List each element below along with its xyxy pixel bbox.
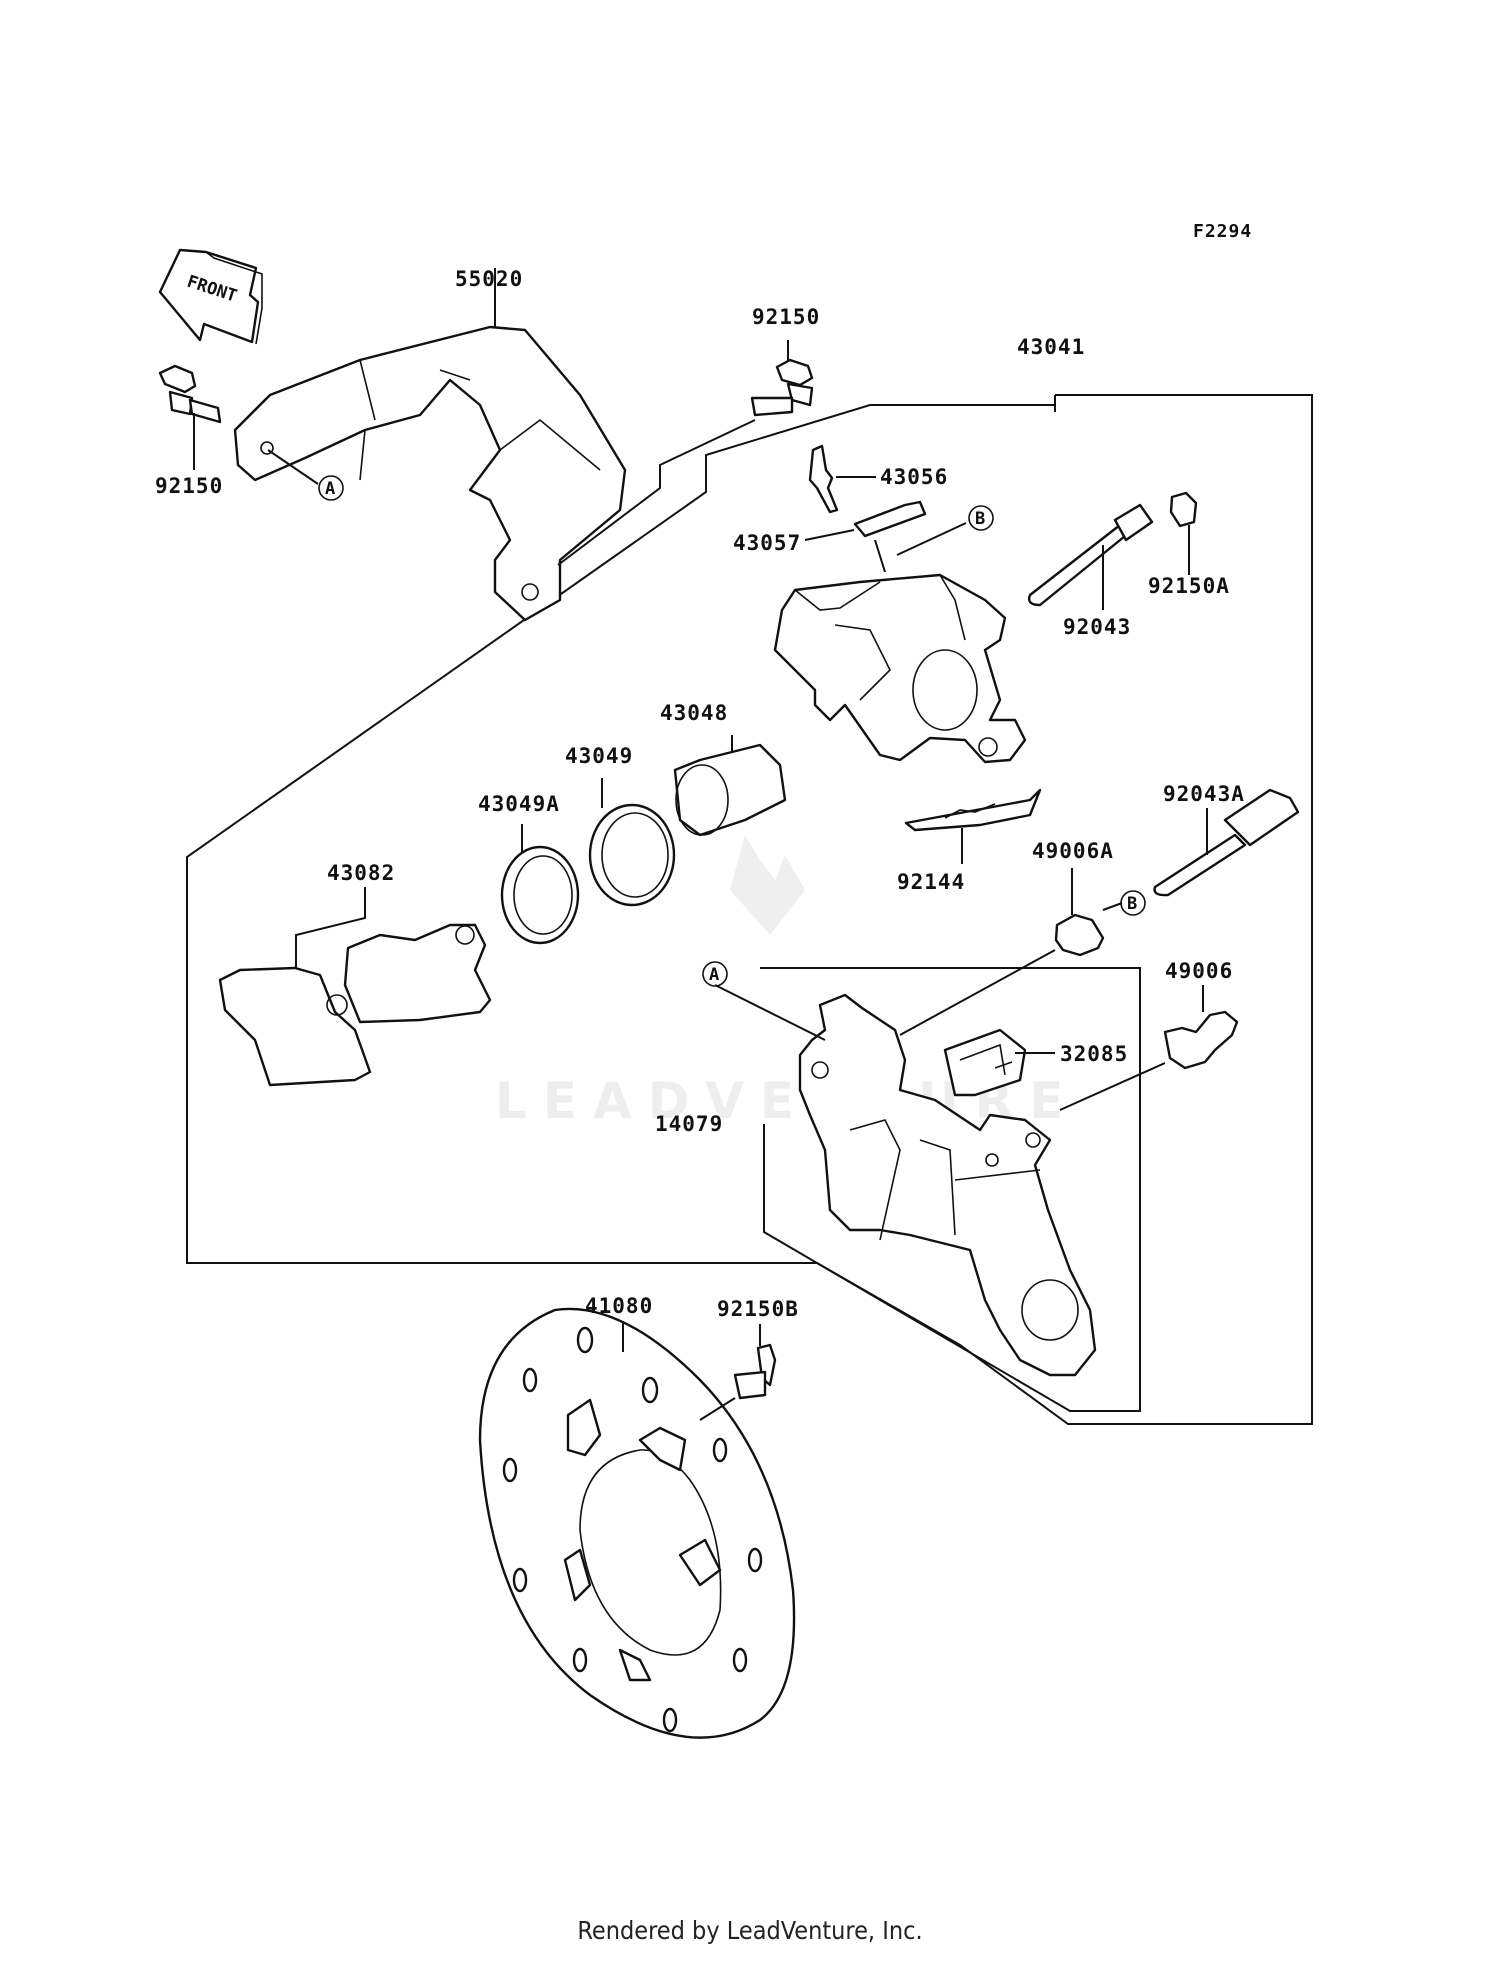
piston-43048 bbox=[673, 743, 787, 837]
part-label-55020: 55020 bbox=[455, 267, 523, 291]
part-label-49006: 49006 bbox=[1165, 959, 1233, 983]
callout-b-top: B bbox=[968, 505, 994, 531]
svg-text:B: B bbox=[1127, 894, 1137, 914]
leader-a-bracket bbox=[714, 984, 826, 1041]
part-label-92150-left: 92150 bbox=[155, 474, 223, 498]
pin-boot-49006 bbox=[1163, 1010, 1239, 1070]
leader-92150B-path bbox=[699, 1397, 736, 1421]
assembly-bracket-43041 bbox=[186, 394, 1313, 1425]
bolt-92150-top bbox=[750, 358, 814, 417]
part-label-92144: 92144 bbox=[897, 870, 965, 894]
part-label-43056: 43056 bbox=[880, 465, 948, 489]
part-label-43082: 43082 bbox=[327, 861, 395, 885]
part-label-41080: 41080 bbox=[585, 1294, 653, 1318]
pad-spring-92144 bbox=[904, 788, 1042, 832]
piston-seal-43049 bbox=[588, 803, 676, 907]
callout-b-boot: B bbox=[1120, 890, 1146, 916]
assembly-bracket-14079 bbox=[760, 967, 1141, 1412]
slide-pin-92043 bbox=[1027, 503, 1154, 607]
pin-boot-49006A bbox=[1054, 913, 1105, 957]
leader-b-boot bbox=[1102, 902, 1123, 911]
figure-code: F2294 bbox=[1193, 221, 1252, 242]
svg-text:A: A bbox=[325, 479, 335, 499]
pad-clip-32085 bbox=[943, 1028, 1027, 1097]
callout-a-bracket: A bbox=[702, 961, 728, 987]
leader-a-guard bbox=[267, 449, 319, 485]
leader-b-top bbox=[896, 522, 967, 556]
brake-pads-43082 bbox=[218, 923, 492, 1087]
svg-text:B: B bbox=[975, 509, 985, 529]
dust-seal-43049A bbox=[500, 845, 580, 945]
part-label-92150B: 92150B bbox=[717, 1297, 799, 1321]
leader-43057b bbox=[874, 539, 886, 573]
part-label-32085: 32085 bbox=[1060, 1042, 1128, 1066]
part-label-92043A: 92043A bbox=[1163, 782, 1245, 806]
bleeder-cap-43057 bbox=[853, 500, 927, 538]
part-label-14079: 14079 bbox=[655, 1112, 723, 1136]
leader-49006-path bbox=[1059, 1062, 1166, 1111]
front-arrow-icon: FRONT bbox=[158, 248, 263, 345]
part-label-92043: 92043 bbox=[1063, 615, 1131, 639]
leader-49006A-path bbox=[899, 949, 1056, 1036]
slide-pin-92043A bbox=[1153, 788, 1300, 897]
part-label-92150A: 92150A bbox=[1148, 574, 1230, 598]
svg-text:A: A bbox=[709, 965, 719, 985]
pin-plug-92150A bbox=[1169, 491, 1198, 528]
part-label-49006A: 49006A bbox=[1032, 839, 1114, 863]
footer-credit: Rendered by LeadVenture, Inc. bbox=[577, 1916, 923, 1945]
callout-a-guard: A bbox=[318, 475, 344, 501]
part-label-43049A: 43049A bbox=[478, 792, 560, 816]
caliper-guard-55020 bbox=[233, 325, 627, 622]
caliper-body bbox=[773, 573, 1027, 764]
disc-bolt-92150B bbox=[733, 1343, 777, 1400]
leader-43057 bbox=[804, 529, 855, 541]
caliper-bracket-14079 bbox=[798, 993, 1097, 1377]
part-label-43041: 43041 bbox=[1017, 335, 1085, 359]
part-label-43049: 43049 bbox=[565, 744, 633, 768]
bolt-92150-left bbox=[158, 364, 222, 424]
part-label-92150-top: 92150 bbox=[752, 305, 820, 329]
part-label-43057: 43057 bbox=[733, 531, 801, 555]
leader-43082 bbox=[295, 887, 366, 968]
leader-92150-top-path bbox=[557, 419, 756, 566]
bleeder-valve-43056 bbox=[808, 444, 839, 514]
brake-disc-41080 bbox=[478, 1307, 796, 1739]
part-label-43048: 43048 bbox=[660, 701, 728, 725]
